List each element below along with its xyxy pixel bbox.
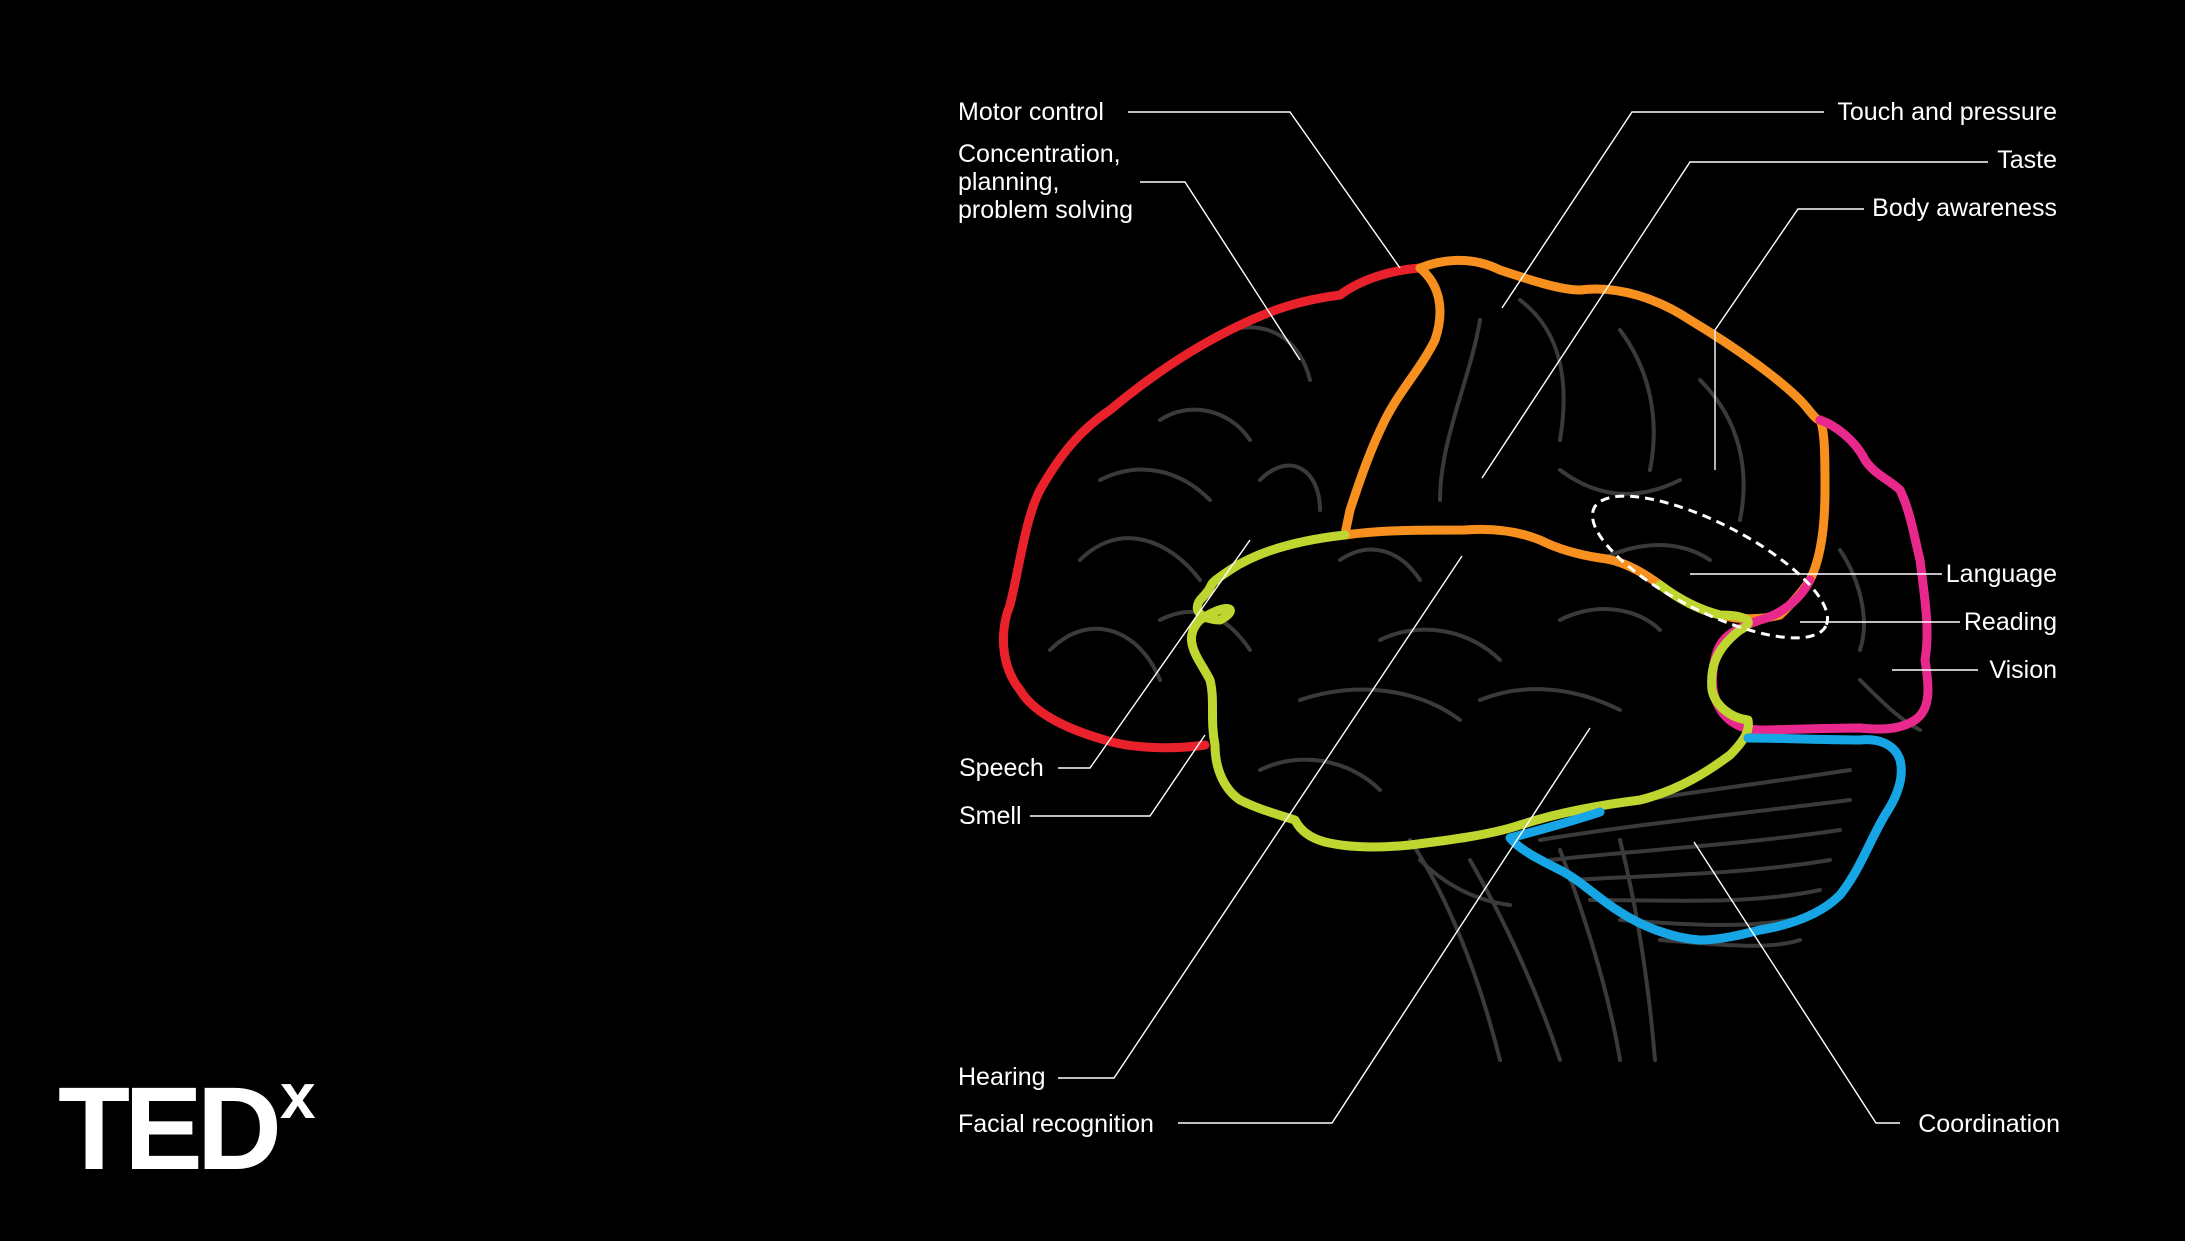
- parietal-lobe-outline: [1340, 255, 1830, 624]
- temporal-lobe-outline: [1186, 530, 1753, 852]
- label-concentration: Concentration, planning, problem solving: [958, 140, 1134, 224]
- leader-hearing: [1058, 555, 1463, 1079]
- frontal-lobe-outline: [998, 263, 1425, 753]
- leader-facial-recognition: [1178, 727, 1591, 1124]
- leader-motor-control: [1128, 111, 1401, 269]
- leader-touch-pressure: [1501, 111, 1824, 309]
- tedx-logo-superscript: x: [280, 1060, 316, 1132]
- label-reading: Reading: [1963, 608, 2057, 636]
- central-sulcus-outline: [1340, 263, 1445, 540]
- tedx-logo-text: TED: [58, 1063, 282, 1195]
- tedx-logo: TEDx: [58, 1064, 316, 1188]
- occipital-lobe-outline: [1708, 415, 1933, 735]
- cerebellum-outline: [1505, 733, 1906, 945]
- label-smell: Smell: [959, 802, 1022, 830]
- label-body-awareness: Body awareness: [1872, 194, 2057, 222]
- label-facial-recognition: Facial recognition: [958, 1110, 1154, 1138]
- label-touch-pressure: Touch and pressure: [1837, 98, 2057, 126]
- label-taste: Taste: [1997, 146, 2057, 174]
- label-hearing: Hearing: [958, 1063, 1046, 1091]
- leader-taste: [1481, 161, 1988, 479]
- leader-speech: [1058, 539, 1251, 769]
- leader-coordination: [1693, 841, 1900, 1124]
- language-region-outline: [1590, 494, 1830, 640]
- leader-body-awareness: [1714, 208, 1864, 470]
- leader-smell: [1030, 734, 1206, 817]
- leader-concentration: [1140, 181, 1301, 361]
- brain-texture: [1048, 298, 1922, 1062]
- lobe-outlines: [998, 255, 1933, 945]
- leader-lines: [1030, 111, 1988, 1124]
- label-vision: Vision: [1989, 656, 2057, 684]
- label-motor-control: Motor control: [958, 98, 1104, 126]
- label-speech: Speech: [959, 754, 1044, 782]
- label-language: Language: [1945, 560, 2057, 588]
- label-coordination: Coordination: [1918, 1110, 2060, 1138]
